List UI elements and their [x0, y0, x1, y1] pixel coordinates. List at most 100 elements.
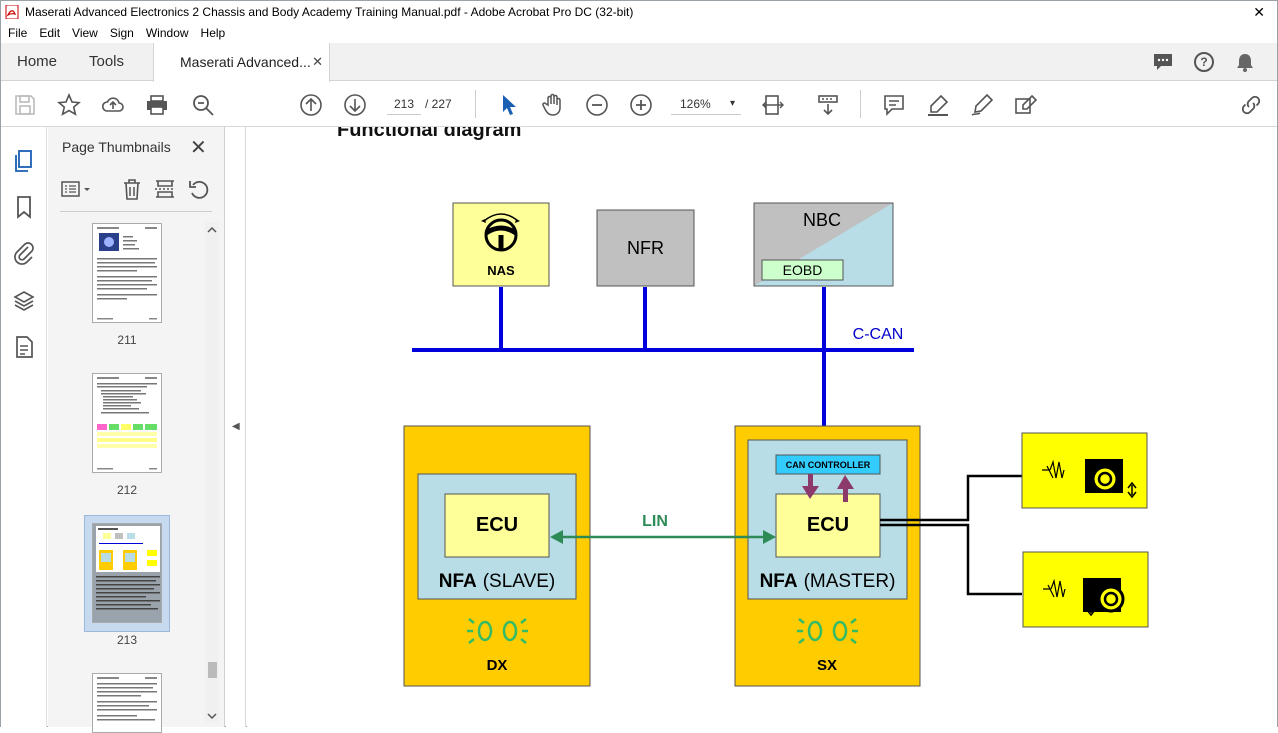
can-controller-arrows: [802, 474, 854, 502]
thumbnail-page-214[interactable]: [92, 673, 162, 733]
scroll-up-icon[interactable]: [205, 224, 219, 236]
thumbnail-page-213[interactable]: [92, 523, 162, 623]
page-total: / 227: [425, 97, 452, 111]
close-panel-icon[interactable]: ✕: [190, 137, 207, 159]
menu-edit[interactable]: Edit: [39, 26, 61, 40]
tab-document-label: Maserati Advanced...: [180, 54, 311, 70]
thumbnail-page-212[interactable]: [92, 373, 162, 473]
steering-wheel-icon: [481, 213, 520, 252]
delete-page-icon[interactable]: [120, 177, 144, 201]
bookmark-star-icon[interactable]: [57, 92, 81, 117]
nfr-box: [596, 209, 695, 287]
share-link-icon[interactable]: [1239, 93, 1263, 117]
nfa-slave-main: NFA: [438, 571, 477, 592]
chevron-left-icon: ◀: [232, 421, 240, 432]
sign-pen-icon[interactable]: [970, 93, 994, 117]
zoom-out-icon[interactable]: [585, 93, 609, 117]
help-icon[interactable]: ?: [1193, 51, 1215, 73]
previous-page-icon[interactable]: [299, 93, 323, 117]
highlighter-icon[interactable]: [926, 93, 950, 117]
svg-text:?: ?: [1200, 55, 1207, 69]
attachment-icon[interactable]: [12, 241, 36, 265]
hand-tool-icon[interactable]: [541, 93, 565, 117]
scroll-mode-icon[interactable]: [816, 93, 840, 117]
comment-bubble-icon[interactable]: [1152, 51, 1174, 73]
bookmark-icon[interactable]: [12, 195, 36, 219]
document-properties-icon[interactable]: [12, 335, 36, 359]
thumbnail-page-211[interactable]: [92, 223, 162, 323]
thumbnail-scrollbar[interactable]: [205, 222, 219, 722]
menu-help[interactable]: Help: [200, 26, 226, 40]
can-controller-label: CAN CONTROLLER: [785, 459, 871, 470]
light-icon-left: [467, 618, 528, 644]
sx-label: SX: [816, 656, 837, 674]
thumbnail-label: 213: [116, 633, 138, 647]
window-close-button[interactable]: ✕: [1253, 4, 1265, 20]
menu-view[interactable]: View: [72, 26, 98, 40]
page-number-input[interactable]: 213: [387, 93, 421, 115]
tab-bar: Home Tools Maserati Advanced... ✕ ?: [1, 43, 1277, 82]
c-can-label: C-CAN: [852, 326, 904, 343]
extract-page-icon[interactable]: [153, 177, 177, 201]
panel-collapse-handle[interactable]: ◀: [226, 127, 246, 727]
window-title: Maserati Advanced Electronics 2 Chassis …: [25, 5, 634, 19]
menu-window[interactable]: Window: [145, 26, 189, 40]
save-icon[interactable]: [13, 93, 37, 117]
rotate-page-icon[interactable]: [187, 177, 211, 201]
menu-bar: File Edit View Sign Window Help: [1, 23, 1277, 43]
page-thumbnails-panel: Page Thumbnails ✕ 211: [48, 127, 225, 733]
select-cursor-icon[interactable]: [497, 93, 521, 117]
title-bar: Maserati Advanced Electronics 2 Chassis …: [1, 1, 1277, 23]
acrobat-pdf-icon: [5, 5, 19, 19]
thumbnail-options-icon[interactable]: [60, 177, 90, 201]
nfr-label: NFR: [627, 237, 664, 258]
tab-document[interactable]: Maserati Advanced... ✕: [153, 43, 330, 82]
ecu-right-box: [775, 493, 881, 558]
eobd-box: [761, 259, 844, 281]
page-thumbnails-icon[interactable]: [12, 149, 36, 173]
scroll-down-icon[interactable]: [205, 710, 219, 722]
panel-title: Page Thumbnails: [62, 139, 171, 155]
tab-home[interactable]: Home: [17, 53, 58, 70]
light-icon-right: [797, 618, 858, 644]
ecu-left-label: ECU: [475, 514, 519, 536]
print-icon[interactable]: [145, 93, 169, 117]
thumbnail-label: 212: [116, 483, 138, 497]
tab-close-icon[interactable]: ✕: [312, 54, 323, 69]
can-controller-box: [775, 454, 881, 475]
dx-label: DX: [486, 656, 508, 674]
document-view[interactable]: Functional diagram: [247, 127, 1277, 727]
nfa-slave-sub: (SLAVE): [482, 571, 556, 592]
nfa-slave-label: NFA(SLAVE): [418, 569, 576, 595]
eobd-label: EOBD: [782, 262, 823, 278]
zoom-value: 126%: [680, 97, 711, 111]
zoom-search-icon[interactable]: [191, 93, 215, 117]
panel-divider: [60, 211, 212, 212]
cloud-upload-icon[interactable]: [101, 93, 125, 117]
notification-bell-icon[interactable]: [1234, 51, 1256, 73]
ecu-right-label: ECU: [806, 514, 850, 536]
page-fit-icon[interactable]: [761, 93, 785, 117]
comment-icon[interactable]: [882, 93, 906, 117]
menu-file[interactable]: File: [8, 26, 28, 40]
tab-tools[interactable]: Tools: [89, 53, 125, 70]
page-heading: Functional diagram: [337, 127, 522, 141]
lin-arrow: [550, 530, 776, 544]
thumbnail-label: 211: [117, 333, 137, 347]
sensor-wires: [880, 474, 1022, 596]
front-height-sensor-icon: [1042, 459, 1137, 499]
nfa-master-main: NFA: [759, 571, 798, 592]
zoom-level-select[interactable]: 126% ▾: [671, 93, 741, 115]
menu-sign[interactable]: Sign: [109, 26, 134, 40]
layers-icon[interactable]: [12, 289, 36, 313]
zoom-in-icon[interactable]: [629, 93, 653, 117]
nbc-label: NBC: [802, 209, 841, 230]
main-toolbar: 213 / 227 126% ▾: [1, 82, 1277, 127]
scrollbar-thumb[interactable]: [208, 662, 217, 678]
thumbnail-tools: [60, 177, 215, 203]
fill-sign-icon[interactable]: [1014, 93, 1038, 117]
ecu-left-box: [444, 493, 550, 558]
next-page-icon[interactable]: [343, 93, 367, 117]
chevron-down-icon: ▾: [729, 98, 735, 109]
